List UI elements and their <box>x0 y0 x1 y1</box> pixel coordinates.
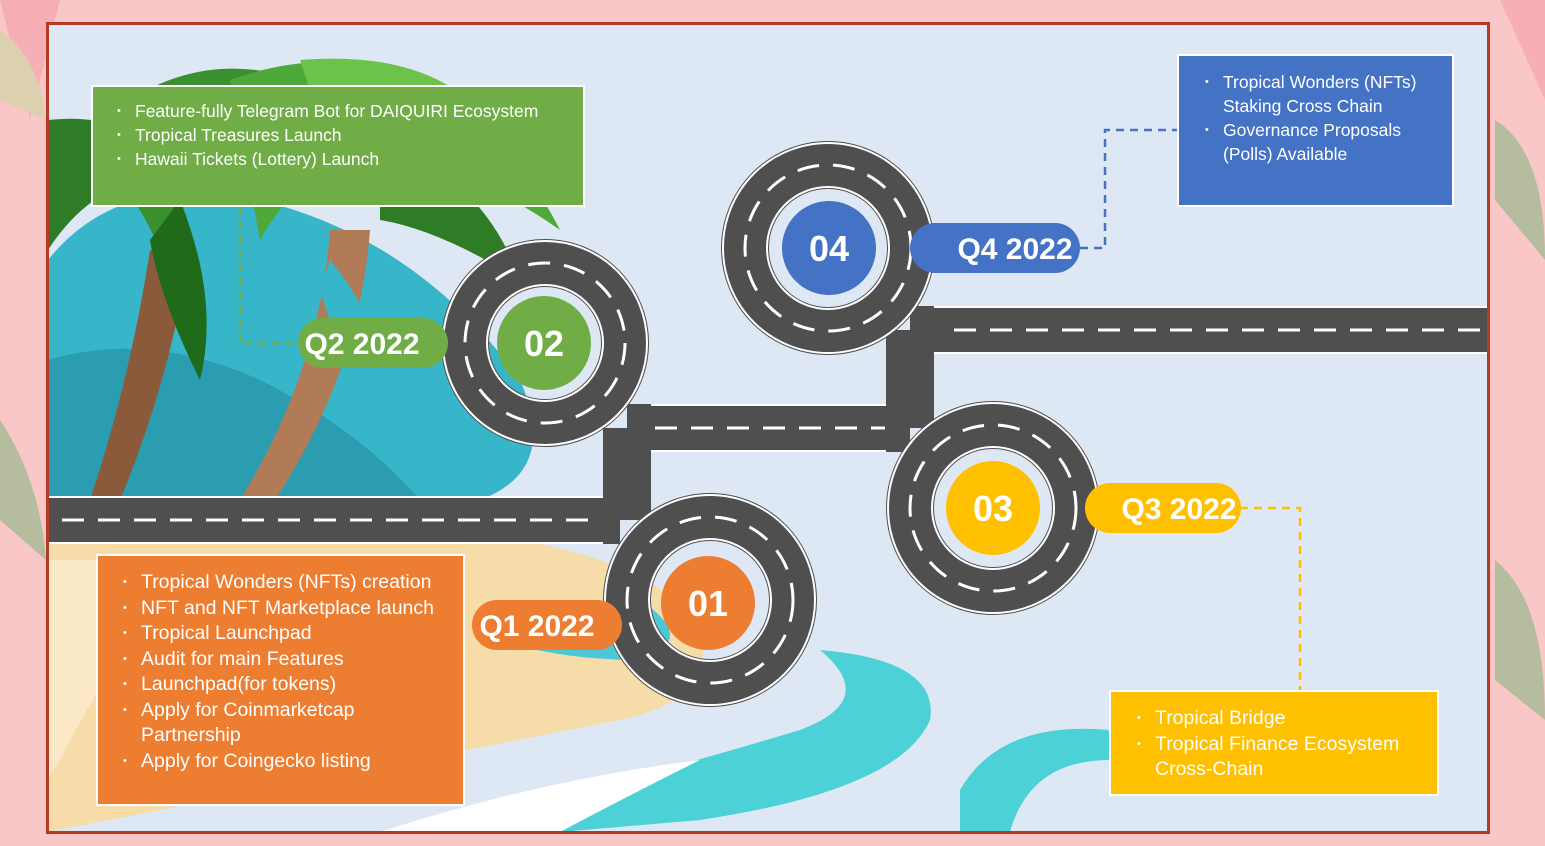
list-item: Feature-fully Telegram Bot for DAIQUIRI … <box>117 99 569 123</box>
list-item: NFT and NFT Marketplace launch <box>123 596 457 622</box>
list-item: Tropical Launchpad <box>123 621 457 647</box>
quarter-label: Q1 2022 <box>479 610 594 643</box>
list-item: Apply for Coinmarketcap Partnership <box>123 698 457 749</box>
quarter-label: Q3 2022 <box>1121 493 1236 526</box>
q3-feature-box: Tropical Bridge Tropical Finance Ecosyst… <box>1109 690 1439 796</box>
q1-feature-list: Tropical Wonders (NFTs) creation NFT and… <box>121 570 457 774</box>
list-item: Launchpad(for tokens) <box>123 672 457 698</box>
milestone-number: 02 <box>524 323 564 364</box>
connectors <box>238 128 1302 690</box>
road <box>48 141 1488 707</box>
list-item: Tropical Wonders (NFTs) creation <box>123 570 457 596</box>
milestone-circle-02: 02 <box>497 296 591 390</box>
milestone-circle-04: 04 <box>782 201 876 295</box>
quarter-label: Q4 2022 <box>957 233 1072 266</box>
milestone-circle-03: 03 <box>946 461 1040 555</box>
quarter-pill-q4: Q4 2022 <box>910 223 1080 273</box>
quarter-pill-q1: Q1 2022 <box>472 600 622 650</box>
milestone-number: 03 <box>973 488 1013 529</box>
milestone-circle-01: 01 <box>661 556 755 650</box>
list-item: Hawaii Tickets (Lottery) Launch <box>117 147 569 171</box>
roadmap-frame <box>46 22 1490 834</box>
q2-feature-list: Feature-fully Telegram Bot for DAIQUIRI … <box>115 99 569 171</box>
list-item: Tropical Wonders (NFTs) Staking Cross Ch… <box>1205 70 1442 118</box>
q4-feature-box: Tropical Wonders (NFTs) Staking Cross Ch… <box>1177 54 1454 207</box>
quarter-label: Q2 2022 <box>304 328 419 361</box>
q4-feature-list: Tropical Wonders (NFTs) Staking Cross Ch… <box>1203 70 1442 166</box>
q3-feature-list: Tropical Bridge Tropical Finance Ecosyst… <box>1135 706 1431 783</box>
milestone-number: 01 <box>688 583 728 624</box>
list-item: Tropical Finance Ecosystem Cross-Chain <box>1137 732 1431 783</box>
q1-feature-box: Tropical Wonders (NFTs) creation NFT and… <box>96 554 465 806</box>
quarter-pill-q2: Q2 2022 <box>298 318 448 368</box>
list-item: Audit for main Features <box>123 647 457 673</box>
quarter-pill-q3: Q3 2022 <box>1085 483 1241 533</box>
q2-feature-box: Feature-fully Telegram Bot for DAIQUIRI … <box>91 85 585 207</box>
milestone-number: 04 <box>809 228 849 269</box>
list-item: Tropical Treasures Launch <box>117 123 569 147</box>
list-item: Tropical Bridge <box>1137 706 1431 732</box>
list-item: Apply for Coingecko listing <box>123 749 457 775</box>
background-leaves <box>0 0 1545 720</box>
list-item: Governance Proposals (Polls) Available <box>1205 118 1442 166</box>
